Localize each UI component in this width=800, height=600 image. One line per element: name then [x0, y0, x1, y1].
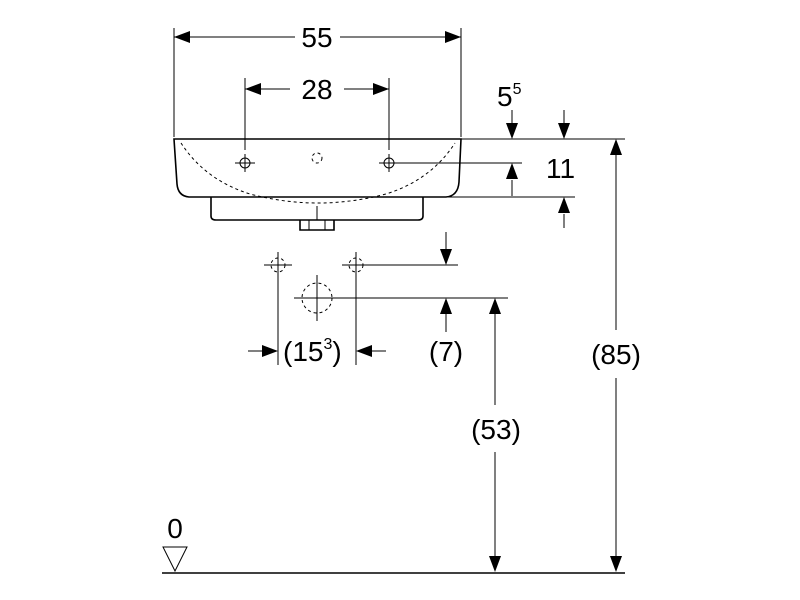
dimension-width-overall [174, 31, 461, 43]
label-rim-thickness: 55 [497, 81, 522, 112]
tap-hole-left [235, 154, 255, 172]
dimension-rim-thickness [506, 110, 518, 196]
dimension-tap-spacing [245, 83, 389, 95]
label-rim-thickness-main: 5 [497, 81, 513, 112]
overflow-hole [311, 152, 323, 164]
label-supply-spacing-sup: 3 [323, 336, 332, 353]
label-rim-height: (85) [591, 339, 641, 370]
supply-point-left [264, 252, 292, 278]
dimension-supply-spacing [248, 345, 386, 357]
washbasin-outline [173, 138, 462, 231]
dimension-drain-height [489, 298, 501, 572]
dimension-supply-offset [440, 232, 452, 332]
floor-line [162, 546, 625, 574]
label-floor-level: 0 [167, 513, 183, 544]
dimension-bowl-depth [558, 110, 570, 228]
tap-hole-right [379, 154, 399, 172]
label-bowl-depth: 11 [546, 153, 575, 184]
label-supply-spacing-main: (15 [283, 336, 323, 367]
label-drain-height: (53) [471, 414, 521, 445]
label-tap-spacing: 28 [301, 74, 332, 105]
label-width-overall: 55 [301, 22, 332, 53]
drain-point [294, 275, 340, 321]
supply-point-right [342, 252, 370, 278]
dimension-rim-height [610, 139, 622, 572]
label-supply-spacing: (153) [283, 336, 342, 367]
label-rim-thickness-sup: 5 [513, 81, 522, 98]
extension-lines [173, 28, 625, 365]
label-supply-offset: (7) [429, 336, 463, 367]
label-supply-spacing-close: ) [332, 336, 341, 367]
